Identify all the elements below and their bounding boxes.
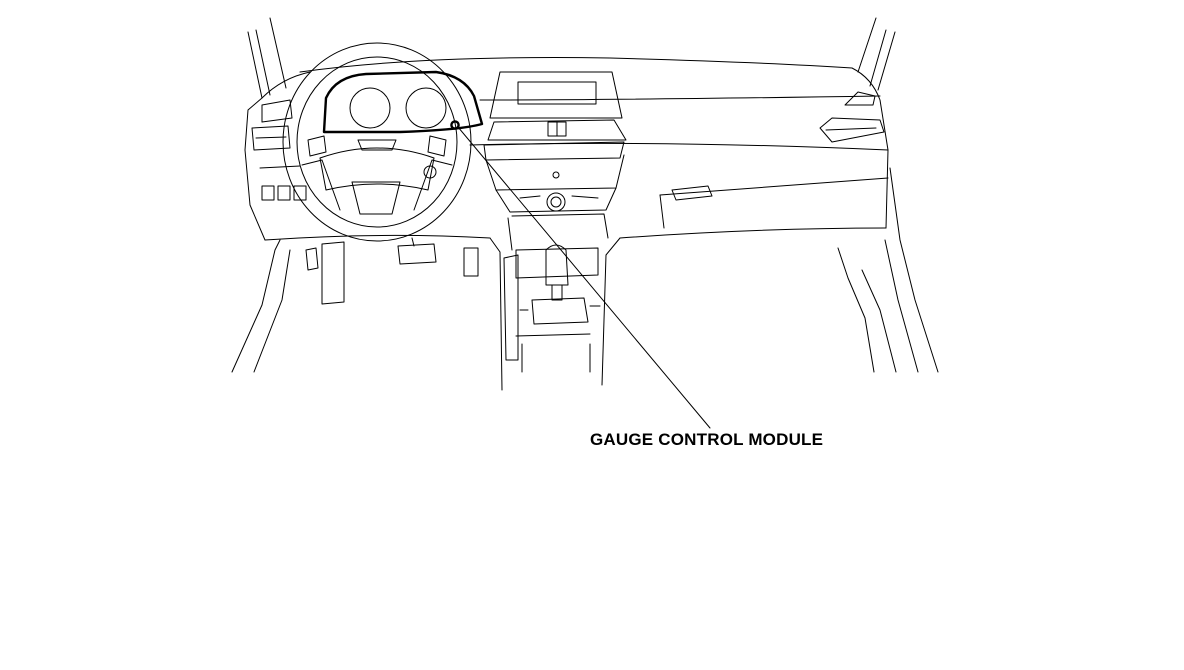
dashboard-body [244, 57, 889, 241]
steering-wheel [282, 42, 472, 242]
pedals [305, 237, 479, 305]
right-pillar [837, 17, 939, 373]
center-stack [483, 71, 627, 251]
gauge-control-module [322, 70, 484, 134]
left-pillar [231, 17, 291, 373]
callout-label: GAUGE CONTROL MODULE [590, 430, 824, 449]
callout-leader-line [457, 126, 711, 429]
center-console [489, 237, 621, 391]
